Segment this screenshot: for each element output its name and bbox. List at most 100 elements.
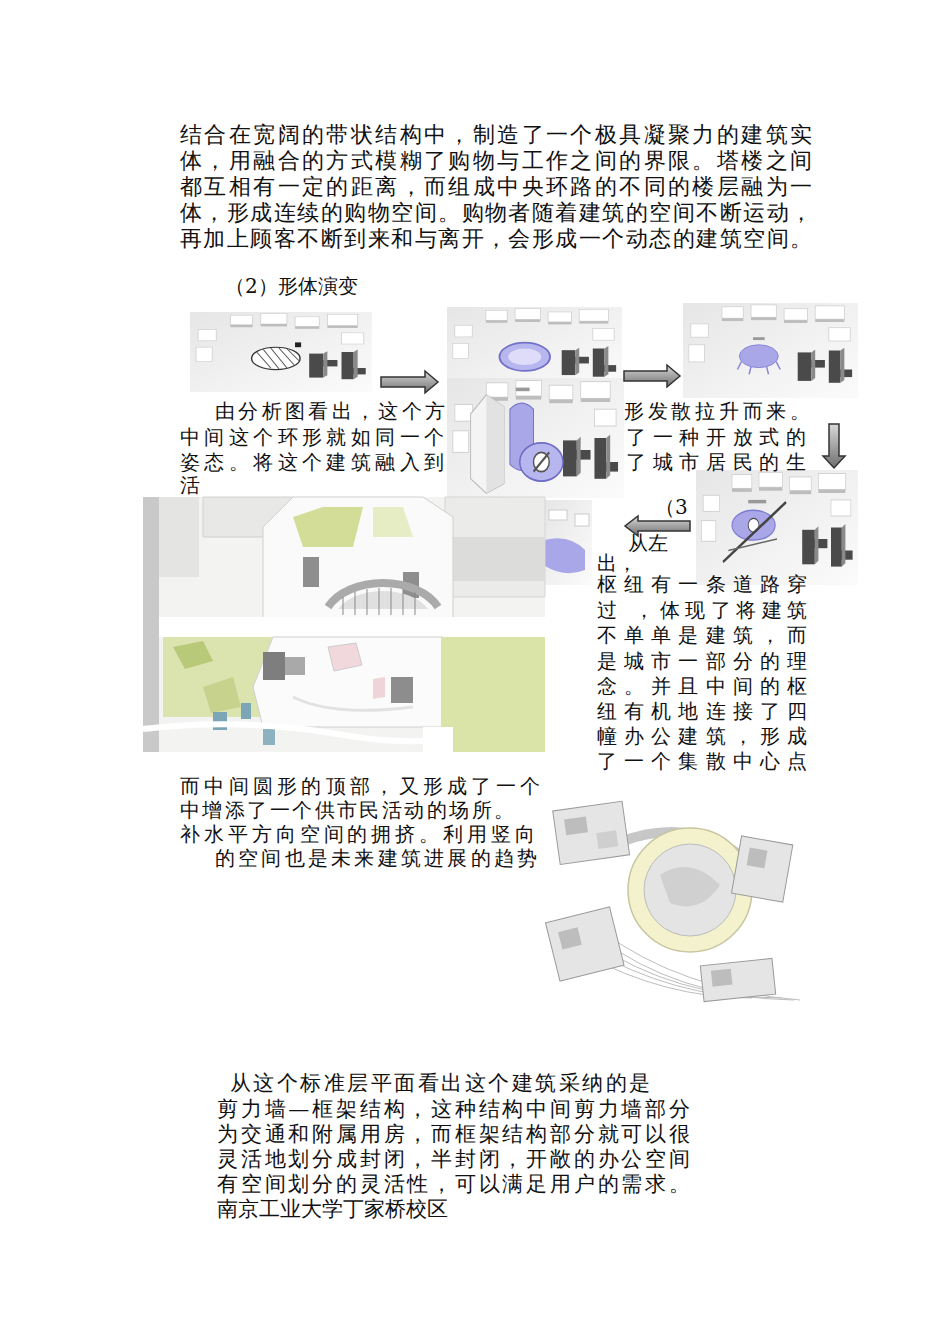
illustration-part bbox=[534, 452, 550, 471]
illustration-part bbox=[293, 507, 363, 547]
illustration-part bbox=[263, 729, 275, 745]
text-line: 过 ，体现了将建筑 bbox=[597, 599, 807, 621]
analysis-thumbnail bbox=[696, 470, 858, 585]
text-line: 剪力墙—框架结构，这种结构中间剪力墙部分 bbox=[217, 1097, 690, 1121]
illustration-part bbox=[545, 907, 624, 981]
text-line: 体，用融合的方式模糊了购物与工作之间的界限。塔楼之间 bbox=[180, 148, 812, 174]
illustration-part bbox=[293, 697, 413, 710]
illustration-part bbox=[728, 539, 777, 551]
illustration-part bbox=[732, 836, 793, 902]
text-line: 念。并且中间的枢 bbox=[597, 675, 807, 697]
illustration-part bbox=[732, 836, 793, 902]
illustration-part bbox=[700, 958, 775, 1001]
illustration-part bbox=[415, 592, 416, 615]
text-line: 枢纽有一条道路穿 bbox=[597, 573, 807, 595]
illustration-part bbox=[143, 497, 545, 752]
text-line: 是城市一部分的理 bbox=[597, 650, 807, 672]
illustration-part bbox=[624, 365, 680, 387]
illustration-part bbox=[373, 677, 385, 699]
text-line: 南京工业大学丁家桥校区 bbox=[217, 1197, 448, 1221]
illustration-part bbox=[190, 312, 372, 392]
illustration-part bbox=[545, 500, 592, 585]
text-line: 体，形成连续的购物空间。购物者随着建筑的空间不断运动， bbox=[180, 200, 812, 226]
text-line: 中间这个环形就如同一个 bbox=[180, 425, 444, 449]
illustration-part bbox=[355, 592, 356, 615]
text-line: 为交通和附属用房，而框架结构部分就可以很 bbox=[217, 1122, 690, 1146]
illustration-part bbox=[767, 367, 769, 375]
analysis-thumbnail bbox=[447, 378, 624, 498]
illustration-part bbox=[271, 348, 287, 368]
illustration-part bbox=[549, 510, 567, 520]
illustration-part bbox=[441, 637, 545, 752]
text-line: 活 bbox=[180, 474, 200, 496]
illustration-part bbox=[159, 497, 199, 577]
illustration-part bbox=[373, 507, 413, 537]
analysis-thumbnail bbox=[545, 500, 592, 585]
illustration-part bbox=[253, 637, 453, 727]
illustration-part bbox=[295, 342, 301, 347]
illustration-part bbox=[379, 588, 380, 615]
text-line: 纽有机地连接了四 bbox=[597, 700, 807, 722]
illustration-part bbox=[263, 652, 285, 680]
illustration-part bbox=[748, 500, 766, 503]
text-line: （2）形体演变 bbox=[225, 274, 358, 298]
text-line: （3 bbox=[655, 496, 688, 518]
illustration-part bbox=[696, 470, 858, 585]
illustration-part bbox=[257, 348, 299, 369]
illustration-part bbox=[391, 588, 392, 615]
illustration-part bbox=[823, 424, 845, 468]
illustration-part bbox=[747, 848, 768, 869]
illustration-part bbox=[391, 677, 413, 703]
illustration-part bbox=[732, 510, 775, 540]
text-line: 而中间圆形的顶部，又形成了一个 bbox=[180, 775, 540, 797]
illustration-part bbox=[596, 830, 618, 849]
illustration-part bbox=[447, 307, 622, 390]
illustration-part bbox=[367, 589, 368, 615]
analysis-thumbnail bbox=[190, 312, 372, 392]
illustration-part bbox=[737, 362, 741, 370]
illustration-part bbox=[486, 395, 504, 493]
illustration-part bbox=[447, 378, 624, 498]
illustration-part bbox=[564, 816, 588, 835]
illustration-part bbox=[343, 588, 415, 615]
illustration-part bbox=[700, 958, 775, 1001]
illustration-part bbox=[257, 352, 271, 368]
illustration-part bbox=[575, 514, 589, 526]
analysis-thumbnail bbox=[447, 307, 622, 390]
illustration-part bbox=[303, 557, 319, 587]
illustration-part bbox=[143, 724, 443, 741]
illustration-part bbox=[263, 349, 279, 369]
site-plan bbox=[143, 497, 545, 752]
illustration-part bbox=[287, 349, 299, 361]
text-line: 了一个集散中心点 bbox=[597, 750, 807, 772]
illustration-part bbox=[508, 349, 541, 366]
illustration-part bbox=[753, 337, 765, 340]
illustration-part bbox=[534, 452, 550, 471]
text-line: 了城市居民的生 bbox=[626, 450, 806, 474]
text-line: 幢办公建筑，形成 bbox=[597, 725, 807, 747]
text-line: 结合在宽阔的带状结构中，制造了一个极具凝聚力的建筑实 bbox=[180, 122, 812, 148]
text-line: 中增添了一个供市民活动的场所。 bbox=[180, 799, 514, 821]
illustration-part bbox=[159, 617, 545, 637]
text-line: 出， bbox=[597, 552, 637, 574]
illustration-part bbox=[443, 537, 545, 581]
illustration-part bbox=[213, 712, 227, 730]
illustration-part bbox=[545, 538, 585, 573]
illustration-part bbox=[749, 367, 751, 375]
illustration-part bbox=[553, 801, 630, 864]
illustration-part bbox=[660, 867, 720, 906]
illustration-part bbox=[241, 703, 251, 719]
illustration-part bbox=[545, 907, 624, 981]
analysis-thumbnail bbox=[683, 303, 858, 398]
illustration-part bbox=[776, 362, 780, 370]
illustration-part bbox=[279, 348, 294, 365]
illustration-part bbox=[471, 395, 504, 493]
illustration-part bbox=[285, 657, 305, 675]
text-line: 都互相有一定的距离，而组成中央环路的不同的楼层融为一 bbox=[180, 174, 812, 200]
illustration-part bbox=[252, 347, 300, 369]
illustration-part bbox=[545, 500, 592, 585]
text-line: 从这个标准层平面看出这个建筑采纳的是 bbox=[230, 1071, 650, 1095]
illustration-part bbox=[723, 502, 786, 562]
text-line: 从左 bbox=[628, 532, 668, 554]
